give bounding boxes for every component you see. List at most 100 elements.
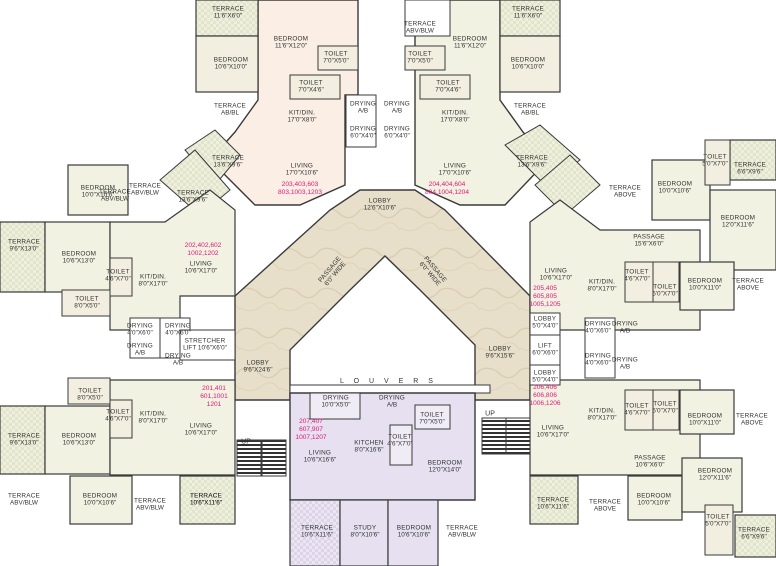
room-name: LOBBY <box>488 345 512 353</box>
room-name: PASSAGE <box>633 233 665 241</box>
room-name: BEDROOM <box>80 184 116 192</box>
room-dimension: 6'0"X6'0" <box>532 350 558 357</box>
room-dimension: 13'6"X9'6" <box>178 197 208 204</box>
room-dimension: 5'0"X7'0" <box>705 521 731 528</box>
room-name: TOILET <box>75 295 99 303</box>
room-name: TERRACE <box>190 492 222 500</box>
room-dimension: 8'0"X16'6" <box>354 447 384 454</box>
room-name: LOBBY <box>533 369 557 377</box>
room-name: TOILET <box>324 50 348 58</box>
room-dimension: 17'0"X8'0" <box>287 117 317 124</box>
room-name: TOILET <box>106 408 130 416</box>
room-dimension: 8'0"X17'0" <box>138 418 168 425</box>
room-dimension: 7'0"X4'6" <box>435 87 461 94</box>
room-name: TOILET <box>625 402 649 410</box>
room-name: KIT/DIN. <box>441 109 469 117</box>
room-name: TERRACE <box>99 188 131 196</box>
room-dimension: 12'0"X11'6" <box>698 475 732 482</box>
room-name: DRYING <box>585 352 611 360</box>
room-dimension: 8'0"X5'0" <box>74 303 100 310</box>
room-name: TOILET <box>388 433 412 441</box>
room-label: KIT/DIN.8'0"X17'0" <box>138 411 167 426</box>
room-dimension: 10'6"X11'6" <box>189 500 223 507</box>
room-dimension: 4'6"X7'0" <box>105 416 131 423</box>
room-dimension: A/B <box>134 350 146 357</box>
room-dimension: ABOVE <box>593 506 617 513</box>
room-dimension: 10'0"X10'6" <box>81 192 115 199</box>
room-name: TERRACE <box>190 492 222 500</box>
room-name: LOBBY <box>533 315 557 323</box>
room-name: KITCHEN <box>354 439 384 447</box>
room-name: LIVING <box>544 267 568 275</box>
room-name: STUDY <box>353 524 377 532</box>
room-name: DRYING <box>165 352 191 360</box>
room-name: TOILET <box>408 50 432 58</box>
room-name: LIVING <box>189 260 213 268</box>
room-name: BEDROOM <box>61 432 97 440</box>
room-name: DRYING <box>612 320 638 328</box>
room-name: PASSAGE <box>634 454 666 462</box>
room-name: TOILET <box>653 400 677 408</box>
room-dimension: 10'0"X5'0" <box>321 402 351 409</box>
room-dimension: ABV/BLW <box>136 505 164 512</box>
room-dimension: 15'6"X6'0" <box>634 241 664 248</box>
room-dimension: 13'6"X9'6" <box>517 162 547 169</box>
room-name: TOILET <box>706 513 730 521</box>
room-dimension: ABOVE <box>613 192 637 199</box>
room-dimension: 6'0"X4'0" <box>350 133 376 140</box>
right-service-core <box>529 312 616 386</box>
room-name: LIVING <box>443 162 467 170</box>
room-name: TERRACE <box>8 432 40 440</box>
room-name: TOILET <box>625 268 649 276</box>
room-dimension: A/B <box>619 328 631 335</box>
room-name: TERRACE <box>738 526 770 534</box>
room-name: DRYING <box>384 100 410 108</box>
room-name: LIVING <box>189 422 213 430</box>
room-label: KIT/DIN.17'0"X8'0" <box>287 110 316 125</box>
room-dimension: 10'6"X17'0" <box>536 432 570 439</box>
room-dimension: 10'6"X10'0" <box>511 64 545 71</box>
room-dimension: 9'6"X13'0" <box>9 246 39 253</box>
room-dimension: 12'0"X11'6" <box>721 222 755 229</box>
room-name: TERRACE <box>301 524 333 532</box>
room-name: TERRACE <box>734 161 766 169</box>
room-dimension: ABV/BLW <box>10 500 38 507</box>
room-name: BEDROOM <box>452 35 488 43</box>
room-dimension: ABV/BLW <box>131 190 159 197</box>
room-dimension: 7'0"X5'0" <box>407 58 433 65</box>
